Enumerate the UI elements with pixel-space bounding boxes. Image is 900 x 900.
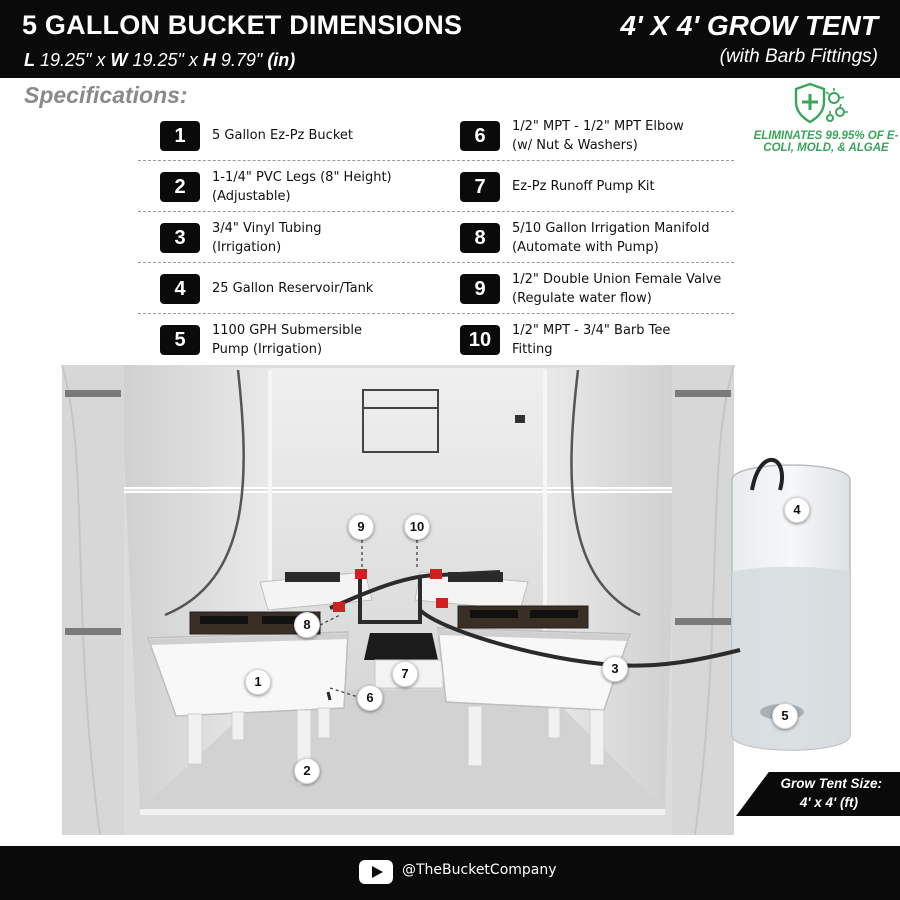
spec-number: 10 [460, 325, 500, 355]
callout-marker: 2 [294, 758, 320, 784]
channel-handle[interactable]: @TheBucketCompany [402, 862, 557, 878]
callout-marker: 10 [404, 514, 430, 540]
tent-title: 4' X 4' GROW TENT [620, 10, 878, 41]
header-bar: 5 GALLON BUCKET DIMENSIONS L 19.25" x W … [0, 0, 900, 78]
spec-label: 3/4" Vinyl Tubing (Irrigation) [212, 221, 322, 255]
spec-item: 8 5/10 Gallon Irrigation Manifold (Autom… [460, 215, 760, 265]
spec-item: 6 1/2" MPT - 1/2" MPT Elbow (w/ Nut & Wa… [460, 113, 760, 163]
spec-number: 9 [460, 274, 500, 304]
callout-marker: 3 [602, 656, 628, 682]
tent-size-tag: Grow Tent Size: 4' x 4' (ft) [736, 772, 900, 816]
callout-marker: 9 [348, 514, 374, 540]
spec-item: 5 1100 GPH Submersible Pump (Irrigation) [160, 317, 460, 367]
spec-label: 1-1/4" PVC Legs (8" Height) (Adjustable) [212, 170, 392, 204]
spec-divider [138, 160, 734, 161]
spec-number: 4 [160, 274, 200, 304]
spec-item: 1 5 Gallon Ez-Pz Bucket [160, 113, 460, 163]
spec-number: 7 [460, 172, 500, 202]
width-label: W [110, 50, 128, 70]
tent-subtitle: (with Barb Fittings) [719, 46, 878, 67]
spec-label: Ez-Pz Runoff Pump Kit [512, 179, 655, 194]
shield-bacteria-icon [794, 82, 848, 124]
spec-label: 1/2" MPT - 1/2" MPT Elbow (w/ Nut & Wash… [512, 119, 684, 153]
page-title: 5 GALLON BUCKET DIMENSIONS [22, 10, 463, 40]
callout-marker: 5 [772, 703, 798, 729]
spec-item: 3 3/4" Vinyl Tubing (Irrigation) [160, 215, 460, 265]
spec-label: 5/10 Gallon Irrigation Manifold (Automat… [512, 221, 710, 255]
callout-marker: 1 [245, 669, 271, 695]
length-value: 19.25" x [35, 50, 111, 70]
footer-bar: @TheBucketCompany [0, 846, 900, 900]
length-label: L [24, 50, 35, 70]
tent-size-label: Grow Tent Size: [780, 776, 882, 791]
spec-number: 6 [460, 121, 500, 151]
spec-label: 5 Gallon Ez-Pz Bucket [212, 128, 353, 143]
height-label: H [202, 50, 216, 70]
spec-number: 5 [160, 325, 200, 355]
callout-marker: 6 [357, 685, 383, 711]
spec-item: 2 1-1/4" PVC Legs (8" Height) (Adjustabl… [160, 164, 460, 214]
spec-label: 1100 GPH Submersible Pump (Irrigation) [212, 323, 363, 357]
bucket-dimensions: L 19.25" x W 19.25" x H 9.79" (in) [24, 50, 295, 71]
spec-divider [138, 262, 734, 263]
spec-divider [138, 211, 734, 212]
spec-divider [138, 313, 734, 314]
badge-text: ELIMINATES 99.95% OF E-COLI, MOLD, & ALG… [753, 130, 899, 154]
spec-number: 3 [160, 223, 200, 253]
spec-item: 7 Ez-Pz Runoff Pump Kit [460, 164, 760, 214]
callout-marker: 4 [784, 497, 810, 523]
spec-number: 8 [460, 223, 500, 253]
spec-item: 9 1/2" Double Union Female Valve (Regula… [460, 266, 760, 316]
callout-marker: 8 [294, 612, 320, 638]
height-value: 9.79" [215, 50, 268, 70]
dimension-unit: (in) [267, 50, 296, 70]
callout-marker: 7 [392, 661, 418, 687]
spec-number: 2 [160, 172, 200, 202]
spec-label: 1/2" MPT - 3/4" Barb Tee Fitting [512, 323, 671, 357]
spec-item: 4 25 Gallon Reservoir/Tank [160, 266, 460, 316]
youtube-icon[interactable] [359, 860, 393, 884]
spec-item: 10 1/2" MPT - 3/4" Barb Tee Fitting [460, 317, 760, 367]
tent-size-value: 4' x 4' (ft) [799, 795, 858, 810]
specifications-heading: Specifications: [24, 82, 188, 108]
grow-tent-illustration [0, 360, 900, 846]
spec-label: 1/2" Double Union Female Valve (Regulate… [512, 272, 722, 306]
spec-number: 1 [160, 121, 200, 151]
spec-label: 25 Gallon Reservoir/Tank [212, 281, 374, 296]
width-value: 19.25" x [127, 50, 203, 70]
